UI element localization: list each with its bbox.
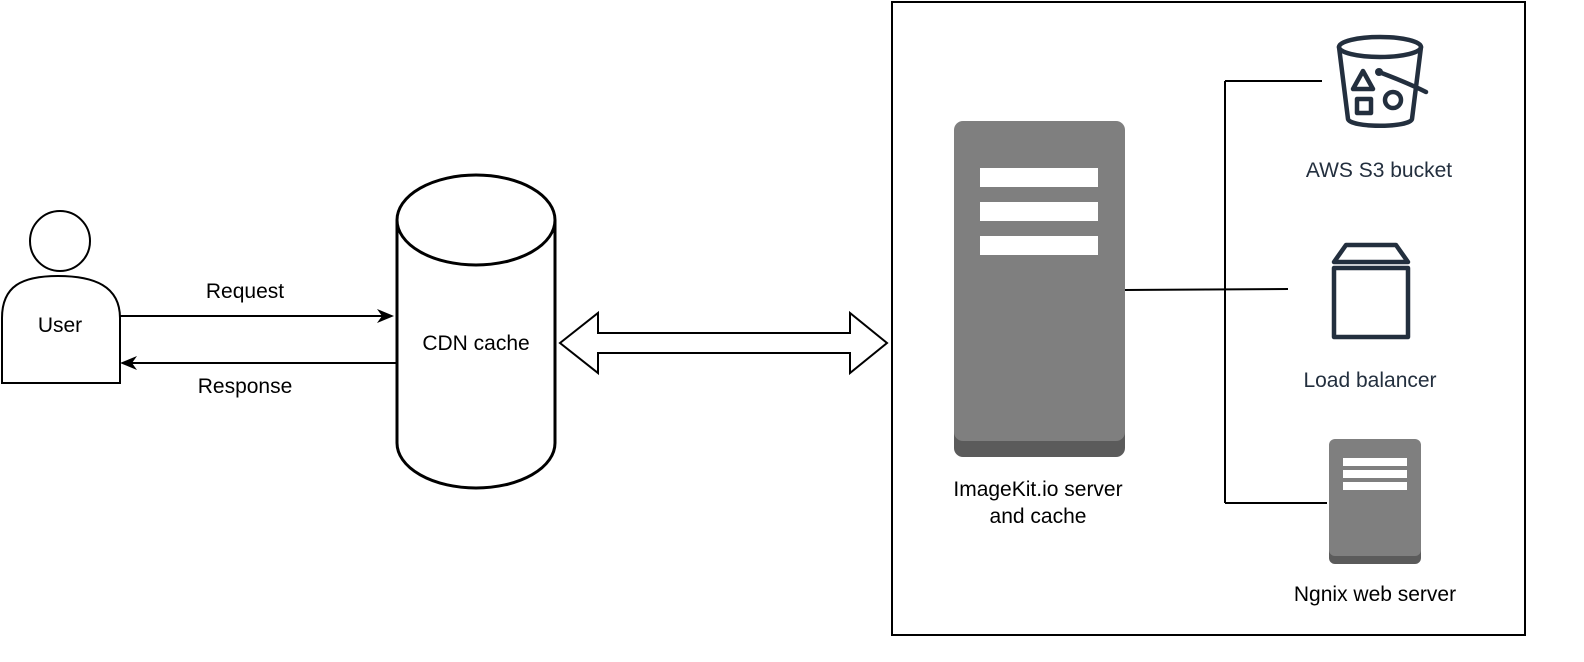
response-arrowhead: [120, 356, 137, 370]
s3-bucket-node: AWS S3 bucket: [1306, 34, 1452, 182]
response-connector: Response: [120, 356, 396, 398]
imagekit-server-label-line1: ImageKit.io server: [953, 478, 1122, 501]
cdn-label: CDN cache: [422, 332, 529, 355]
imagekit-server-icon: [954, 121, 1125, 441]
load-balancer-icon: [1331, 242, 1411, 340]
s3-bucket-label: AWS S3 bucket: [1306, 159, 1452, 182]
origin-connectors: [1124, 80, 1327, 504]
cdn-cylinder-body: [395, 220, 557, 490]
nginx-server-label: Ngnix web server: [1294, 583, 1456, 606]
imagekit-server-label-line2: and cache: [990, 505, 1087, 528]
s3-bucket-icon: [1336, 34, 1429, 128]
request-label: Request: [206, 280, 284, 303]
user-actor: User: [0, 210, 121, 384]
request-arrowhead: [377, 309, 394, 323]
nginx-server-node: Ngnix web server: [1294, 439, 1456, 606]
origin-group-container: [891, 1, 1526, 636]
server-icon: [1329, 439, 1421, 556]
load-balancer-label: Load balancer: [1303, 369, 1436, 392]
load-balancer-node: Load balancer: [1303, 242, 1437, 392]
imagekit-server-node: ImageKit.io server and cache: [953, 121, 1125, 528]
user-body-shape: [0, 274, 121, 384]
user-label: User: [38, 314, 82, 337]
cdn-cache-node: CDN cache: [395, 173, 557, 490]
bidirectional-arrow: [558, 310, 889, 376]
user-head-shape: [29, 210, 91, 272]
cdn-cylinder-top: [395, 173, 557, 267]
response-label: Response: [198, 375, 293, 398]
request-connector: Request: [120, 280, 394, 323]
